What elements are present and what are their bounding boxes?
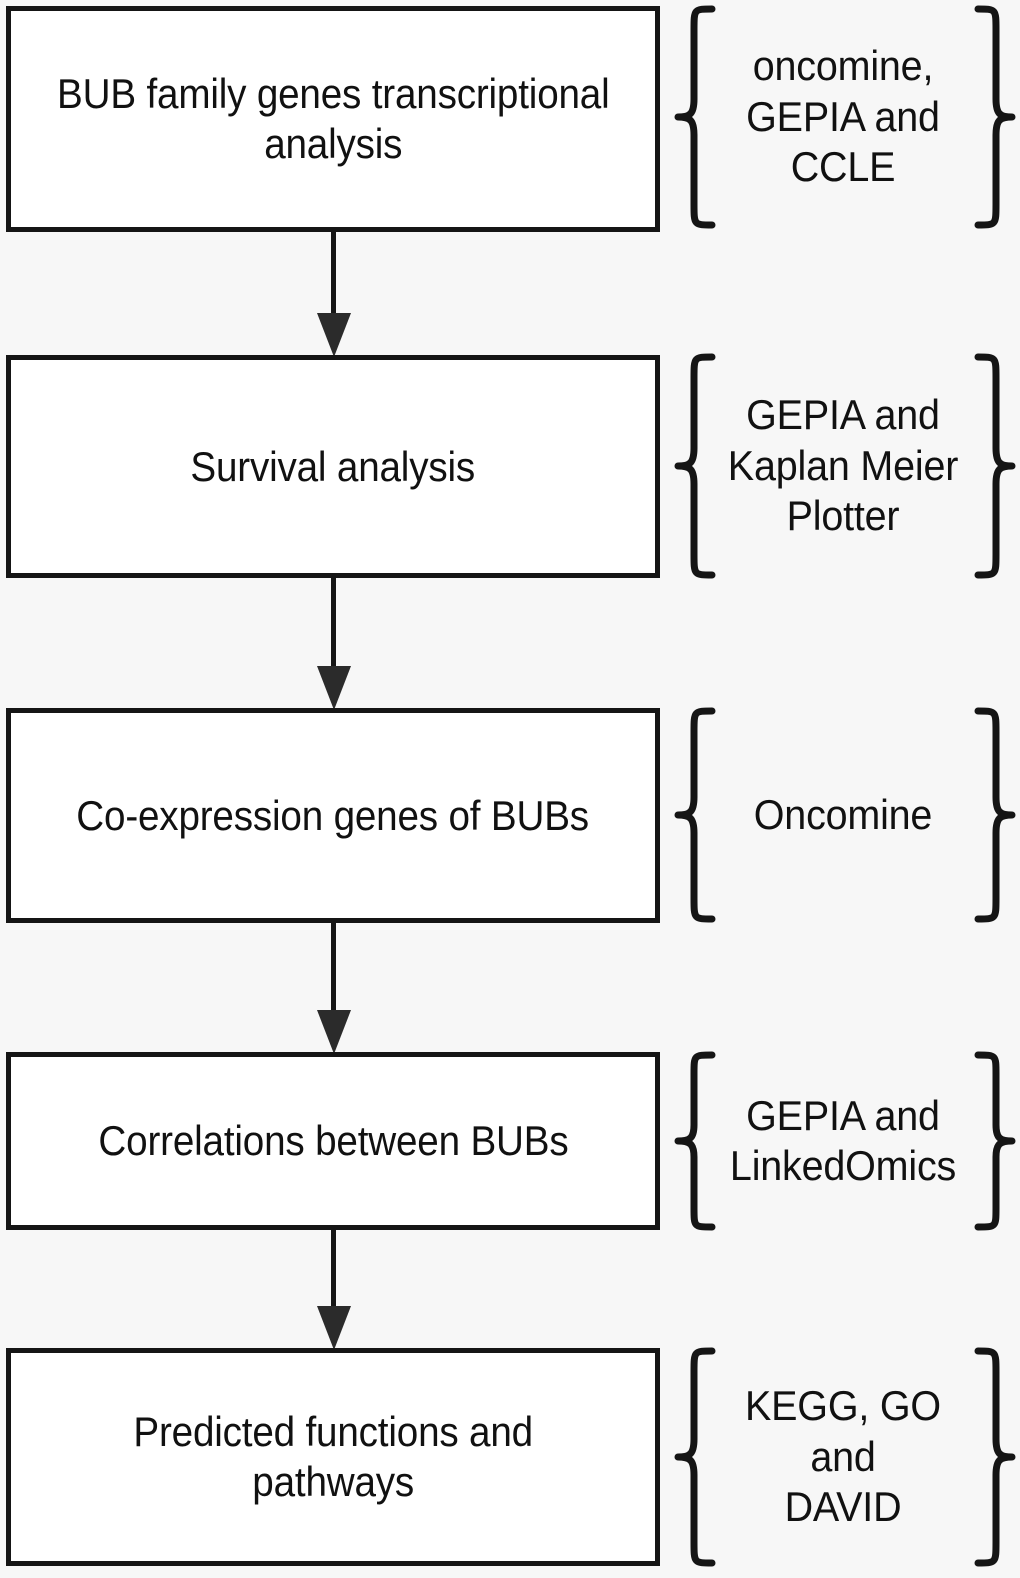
left-curly-brace-icon (674, 5, 716, 229)
flow-arrow-step-3-to-step-4 (317, 921, 351, 1054)
arrow-head (317, 1306, 351, 1350)
arrow-stem (331, 576, 336, 668)
process-box-step-3: Co-expression genes of BUBs (6, 708, 660, 923)
process-box-label: Predicted functions and pathways (133, 1408, 533, 1505)
tool-annotation-label: GEPIA and LinkedOmics (729, 1091, 957, 1189)
tool-annotation-label: KEGG, GO and DAVID (745, 1382, 941, 1531)
right-curly-brace-icon (974, 5, 1016, 229)
tool-annotation-step-2: GEPIA and Kaplan Meier Plotter (668, 352, 1016, 580)
process-box-label: BUB family genes transcriptional analysi… (56, 70, 610, 167)
process-box-step-4: Correlations between BUBs (6, 1052, 660, 1230)
left-curly-brace-icon (674, 1051, 716, 1231)
arrow-head (317, 1010, 351, 1054)
left-curly-brace-icon (674, 1347, 716, 1567)
flow-arrow-step-2-to-step-3 (317, 576, 351, 710)
right-curly-brace-icon (974, 353, 1016, 579)
flow-arrow-step-4-to-step-5 (317, 1228, 351, 1350)
process-box-step-1: BUB family genes transcriptional analysi… (6, 6, 660, 232)
process-box-step-2: Survival analysis (6, 355, 660, 578)
arrow-stem (331, 921, 336, 1012)
arrow-head (317, 666, 351, 710)
process-box-label: Co-expression genes of BUBs (76, 791, 590, 839)
tool-annotation-step-3: Oncomine (668, 706, 1016, 924)
arrow-stem (331, 230, 336, 315)
right-curly-brace-icon (974, 707, 1016, 923)
tool-annotation-step-4: GEPIA and LinkedOmics (668, 1050, 1016, 1232)
tool-annotation-label: oncomine, GEPIA and CCLE (746, 42, 940, 191)
arrow-stem (331, 1228, 336, 1308)
tool-annotation-step-1: oncomine, GEPIA and CCLE (668, 4, 1016, 230)
tool-annotation-step-5: KEGG, GO and DAVID (668, 1346, 1016, 1568)
tool-annotation-label: GEPIA and Kaplan Meier Plotter (727, 391, 959, 540)
right-curly-brace-icon (974, 1347, 1016, 1567)
process-box-label: Correlations between BUBs (97, 1117, 569, 1165)
right-curly-brace-icon (974, 1051, 1016, 1231)
left-curly-brace-icon (674, 353, 716, 579)
arrow-head (317, 313, 351, 357)
tool-annotation-label: Oncomine (753, 790, 933, 838)
left-curly-brace-icon (674, 707, 716, 923)
process-box-step-5: Predicted functions and pathways (6, 1348, 660, 1566)
process-box-label: Survival analysis (190, 442, 476, 490)
flow-arrow-step-1-to-step-2 (317, 230, 351, 357)
